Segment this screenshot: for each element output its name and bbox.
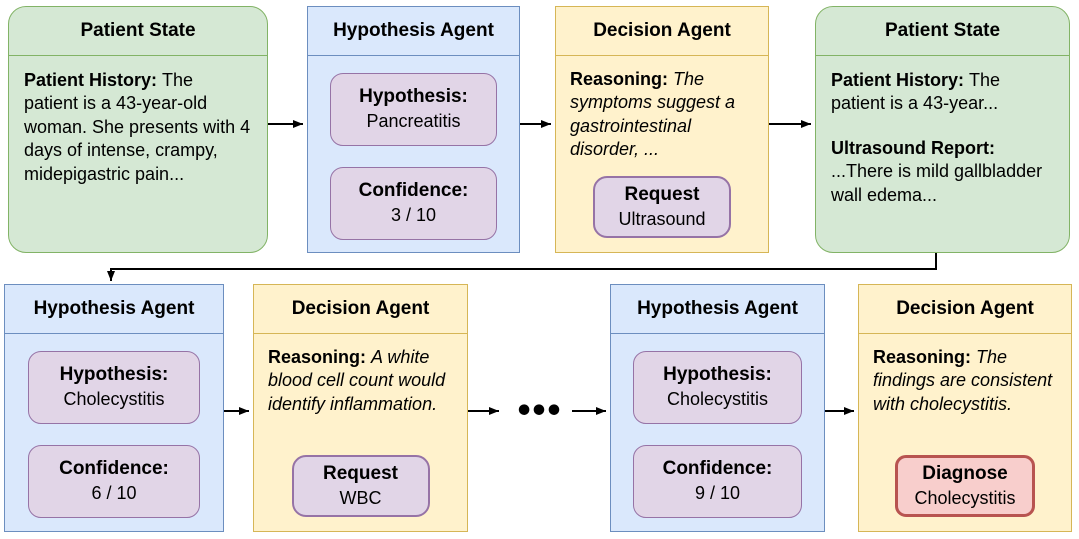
reasoning-text: The findings are consistent with cholecy…	[873, 347, 1053, 414]
hypothesis-agent-1-body: Hypothesis: Pancreatitis Confidence: 3 /…	[308, 56, 519, 252]
decision-agent-3-body: Reasoning:The findings are consistent wi…	[859, 334, 1071, 531]
patient-state-box-1: Patient State Patient History:The patien…	[8, 6, 268, 253]
decision-agent-box-1: Decision Agent Reasoning:The symptoms su…	[555, 6, 769, 253]
reasoning-section: Reasoning:A white blood cell count would…	[268, 346, 453, 416]
hypothesis-agent-3-title: Hypothesis Agent	[611, 285, 824, 334]
reasoning-text: A white blood cell count would identify …	[268, 347, 446, 414]
hypothesis-value: Pancreatitis	[366, 111, 461, 132]
hypothesis-agent-box-1: Hypothesis Agent Hypothesis: Pancreatiti…	[307, 6, 520, 253]
reasoning-label: Reasoning:	[570, 69, 669, 89]
decision-agent-box-2: Decision Agent Reasoning:A white blood c…	[253, 284, 468, 532]
request-ultrasound-pill: Request Ultrasound	[593, 176, 731, 238]
confidence-pill: Confidence: 9 / 10	[633, 445, 802, 518]
reasoning-text: The symptoms suggest a gastrointestinal …	[570, 69, 736, 160]
hypothesis-agent-box-3: Hypothesis Agent Hypothesis: Cholecystit…	[610, 284, 825, 532]
patient-state-1-title: Patient State	[9, 7, 267, 56]
action-value: WBC	[339, 487, 382, 508]
reasoning-label: Reasoning:	[873, 347, 972, 367]
confidence-label: Confidence:	[59, 458, 169, 480]
request-wbc-pill: Request WBC	[291, 455, 430, 517]
action-value: Ultrasound	[618, 208, 706, 229]
hypothesis-label: Hypothesis:	[663, 364, 772, 386]
decision-agent-box-3: Decision Agent Reasoning:The findings ar…	[858, 284, 1072, 532]
patient-history-text: The patient is a 43-year...	[831, 70, 1001, 114]
reasoning-section: Reasoning:The symptoms suggest a gastroi…	[570, 68, 754, 162]
hypothesis-agent-1-title: Hypothesis Agent	[308, 7, 519, 56]
hypothesis-pill: Hypothesis: Cholecystitis	[633, 351, 802, 424]
arrow-patient2-to-hypothesis2-elbow	[107, 253, 937, 281]
patient-state-2-title: Patient State	[816, 7, 1069, 56]
decision-agent-3-title: Decision Agent	[859, 285, 1071, 334]
patient-state-box-2: Patient State Patient History:The patien…	[815, 6, 1070, 253]
confidence-pill: Confidence: 6 / 10	[27, 445, 201, 518]
patient-history-text: The patient is a 43-year-old woman. She …	[24, 70, 251, 184]
action-label: Request	[323, 462, 398, 484]
confidence-value: 6 / 10	[91, 483, 137, 504]
hypothesis-agent-box-2: Hypothesis Agent Hypothesis: Cholecystit…	[4, 284, 224, 532]
action-label: Diagnose	[922, 462, 1008, 484]
confidence-value: 9 / 10	[694, 483, 741, 504]
decision-agent-2-title: Decision Agent	[254, 285, 467, 334]
hypothesis-agent-2-title: Hypothesis Agent	[5, 285, 223, 334]
ellipsis-dots: •••	[517, 389, 563, 430]
ultrasound-report-section: Ultrasound Report: ...There is mild gallb…	[831, 137, 1054, 207]
confidence-value: 3 / 10	[390, 205, 437, 226]
reasoning-section: Reasoning:The findings are consistent wi…	[873, 346, 1057, 416]
patient-history-section: Patient History:The patient is a 43-year…	[831, 69, 1054, 116]
decision-agent-2-body: Reasoning:A white blood cell count would…	[254, 334, 467, 531]
reasoning-label: Reasoning:	[268, 347, 367, 367]
decision-agent-1-title: Decision Agent	[556, 7, 768, 56]
diagnose-cholecystitis-pill: Diagnose Cholecystitis	[895, 455, 1035, 517]
hypothesis-label: Hypothesis:	[359, 86, 468, 108]
action-label: Request	[624, 183, 700, 205]
patient-history-label: Patient History:	[24, 70, 158, 90]
confidence-label: Confidence:	[358, 180, 469, 202]
patient-history-section: Patient History:The patient is a 43-year…	[24, 69, 252, 186]
decision-agent-1-body: Reasoning:The symptoms suggest a gastroi…	[556, 56, 768, 252]
confidence-pill: Confidence: 3 / 10	[330, 167, 497, 240]
hypothesis-agent-2-body: Hypothesis: Cholecystitis Confidence: 6 …	[5, 334, 223, 531]
hypothesis-pill: Hypothesis: Cholecystitis	[27, 351, 201, 424]
ultrasound-report-text: ...There is mild gallbladder wall edema.…	[831, 161, 1043, 205]
ultrasound-report-label: Ultrasound Report:	[831, 137, 995, 158]
hypothesis-agent-3-body: Hypothesis: Cholecystitis Confidence: 9 …	[611, 334, 824, 531]
hypothesis-value: Cholecystitis	[63, 389, 165, 410]
hypothesis-pill: Hypothesis: Pancreatitis	[330, 73, 497, 146]
patient-history-label: Patient History:	[831, 70, 965, 90]
patient-state-2-body: Patient History:The patient is a 43-year…	[816, 56, 1069, 252]
hypothesis-label: Hypothesis:	[59, 364, 169, 386]
action-value: Cholecystitis	[914, 487, 1016, 508]
patient-state-1-body: Patient History:The patient is a 43-year…	[9, 56, 267, 252]
hypothesis-value: Cholecystitis	[666, 389, 768, 410]
confidence-label: Confidence:	[662, 458, 773, 480]
